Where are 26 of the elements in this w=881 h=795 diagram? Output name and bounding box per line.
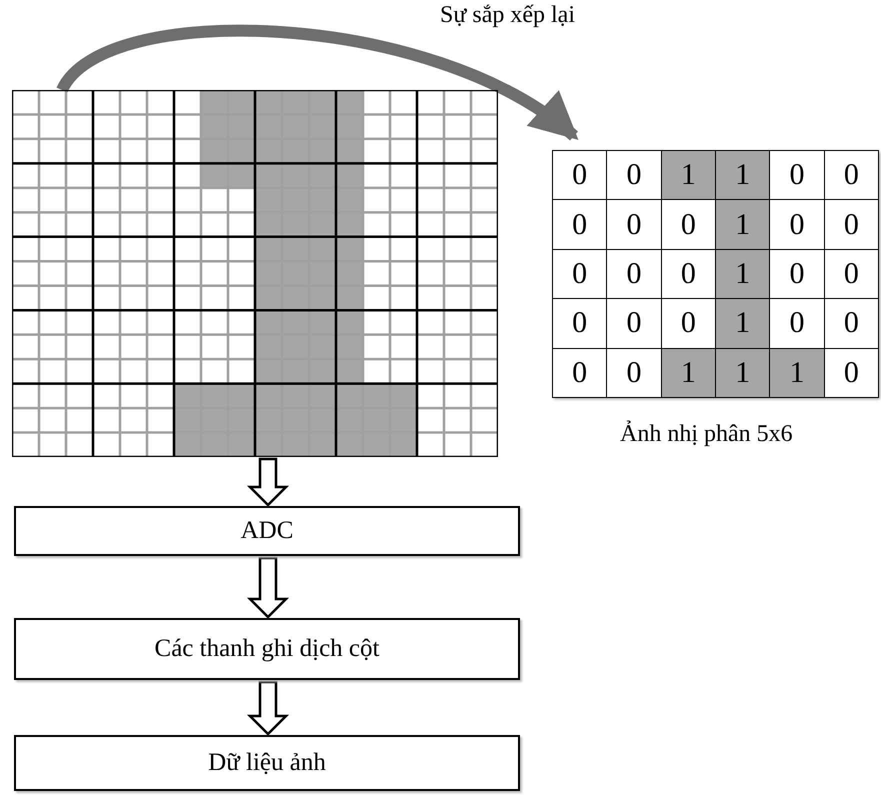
edge-label: Sự sắp xếp lại — [440, 2, 575, 29]
binary-digit: 0 — [824, 150, 879, 200]
box-label: Các thanh ghi dịch cột — [154, 635, 380, 663]
binary-digit: 1 — [660, 150, 716, 200]
binary-digit: 1 — [715, 298, 770, 349]
block-arrow — [246, 458, 290, 507]
pixel-grid-drawing — [12, 90, 498, 457]
block-arrow — [246, 556, 290, 619]
binary-digit: 1 — [715, 150, 770, 200]
binary-digit: 1 — [769, 348, 825, 398]
box-label: ADC — [240, 517, 294, 545]
binary-digit: 0 — [552, 150, 608, 200]
binary-digit: 1 — [715, 248, 770, 300]
binary-digit: 1 — [715, 348, 770, 398]
box-label: Dữ liệu ảnh — [208, 749, 326, 777]
binary-digit: 0 — [824, 348, 879, 398]
process-box — [14, 735, 520, 791]
process-box — [14, 618, 520, 680]
binary-digit: 1 — [715, 199, 770, 250]
image-caption: Ảnh nhị phân 5x6 — [620, 421, 793, 448]
binary-matrix-table — [552, 150, 878, 397]
block-arrow — [246, 680, 290, 736]
binary-digit: 1 — [660, 348, 716, 398]
process-box — [14, 506, 520, 556]
binary-digit: 0 — [552, 348, 608, 398]
curved-arrow — [57, 24, 579, 141]
